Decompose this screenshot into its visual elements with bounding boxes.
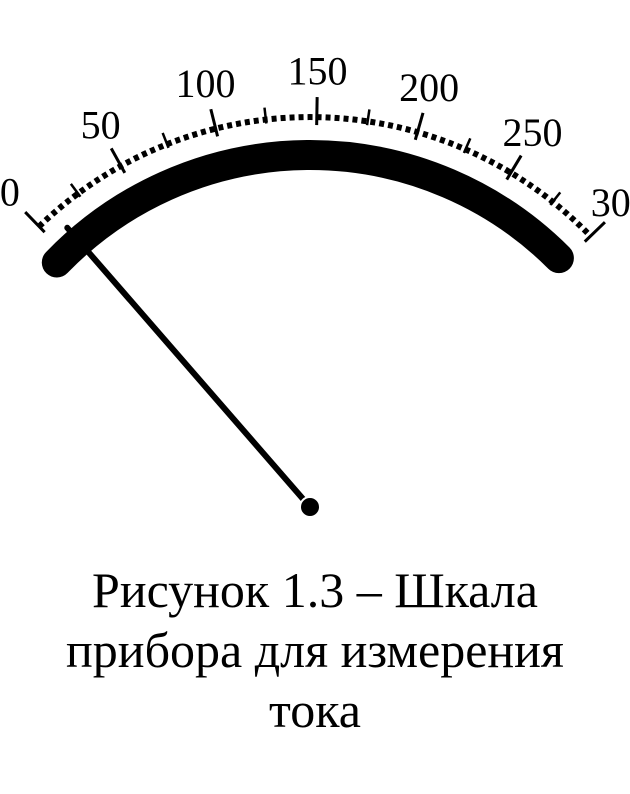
caption-line-1: Рисунок 1.3 – Шкала <box>92 562 538 618</box>
scale-labels: 0 50 100 150 200 250 300 <box>0 48 630 225</box>
scale-label-150: 150 <box>288 48 348 93</box>
major-tick <box>583 221 606 243</box>
caption-line-3: тока <box>269 682 361 738</box>
caption-line-2: прибора для измерения <box>66 622 564 678</box>
major-tick <box>505 154 523 181</box>
scale-thick-arc <box>41 140 574 278</box>
scale-label-100: 100 <box>176 61 236 106</box>
scale-ticks <box>24 97 606 243</box>
pointer-pivot <box>299 496 321 518</box>
major-tick <box>24 211 46 234</box>
scale-label-250: 250 <box>503 110 563 155</box>
minor-tick <box>462 137 472 154</box>
major-tick <box>109 147 127 174</box>
minor-tick <box>69 183 82 198</box>
major-tick <box>413 112 425 141</box>
minor-tick <box>365 109 371 126</box>
scale-label-50: 50 <box>81 102 121 147</box>
pointer-needle <box>64 224 313 510</box>
scale-label-0: 0 <box>0 169 20 214</box>
major-tick <box>209 108 220 137</box>
minor-tick <box>161 132 170 149</box>
minor-tick <box>549 191 562 206</box>
scale-label-300: 300 <box>591 180 630 225</box>
scale-label-200: 200 <box>399 65 459 110</box>
figure-caption: Рисунок 1.3 – Шкала прибора для измерени… <box>0 560 630 740</box>
minor-tick <box>263 107 268 124</box>
ammeter-scale-diagram: 0 50 100 150 200 250 300 <box>0 48 630 518</box>
